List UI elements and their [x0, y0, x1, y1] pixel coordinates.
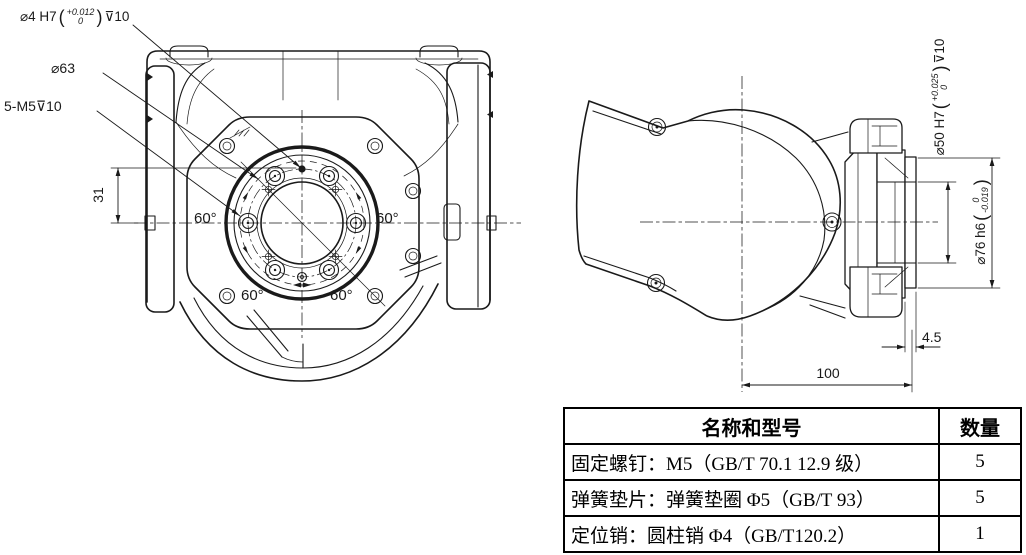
- part-name-cell: 固定螺钉：M5（GB/T 70.1 12.9 级）: [563, 443, 940, 481]
- angle-label-bottom-left: 60°: [241, 287, 264, 304]
- part-qty-cell: 5: [938, 443, 1022, 481]
- part-name-cell: 弹簧垫片：弹簧垫圈 Φ5（GB/T 93）: [563, 479, 940, 517]
- thread-callout: 5-M5⊽10: [4, 98, 62, 114]
- table-row: 固定螺钉：M5（GB/T 70.1 12.9 级） 5: [563, 443, 1022, 481]
- parts-table: 名称和型号 数量 固定螺钉：M5（GB/T 70.1 12.9 级） 5 弹簧垫…: [563, 407, 1022, 553]
- boss-depth-dimension: 4.5: [922, 329, 942, 345]
- pin-offset-dimension: 31: [90, 187, 106, 203]
- part-qty-cell: 5: [938, 479, 1022, 517]
- mount-width-dimension: 100: [816, 365, 840, 381]
- pin-depth-text: ⊽10: [104, 9, 130, 25]
- bolt-circle-dimension: ⌀63: [51, 60, 76, 76]
- angle-label-right: 60°: [376, 210, 399, 227]
- part-name-cell: 定位销：圆柱销 Φ4（GB/T120.2）: [563, 515, 940, 553]
- side-screws: [646, 117, 842, 293]
- table-row: 弹簧垫片：弹簧垫圈 Φ5（GB/T 93） 5: [563, 479, 1022, 517]
- angle-label-left: 60°: [194, 210, 217, 227]
- table-row: 定位销：圆柱销 Φ4（GB/T120.2） 1: [563, 515, 1022, 553]
- side-view-drawing: [575, 76, 1001, 393]
- header-name-and-model: 名称和型号: [563, 407, 940, 445]
- flange-od-dimension: ⌀76 h6(0-0.019): [970, 179, 991, 265]
- plate-screws: [218, 137, 422, 305]
- angle-label-bottom-right: 60°: [330, 287, 353, 304]
- parts-table-header-row: 名称和型号 数量: [563, 407, 1022, 445]
- flange-boss: [904, 156, 917, 289]
- pin-dia-text: ⌀4 H7: [20, 9, 57, 25]
- part-qty-cell: 1: [938, 515, 1022, 553]
- header-quantity: 数量: [938, 407, 1022, 445]
- front-view-drawing: [96, 24, 521, 382]
